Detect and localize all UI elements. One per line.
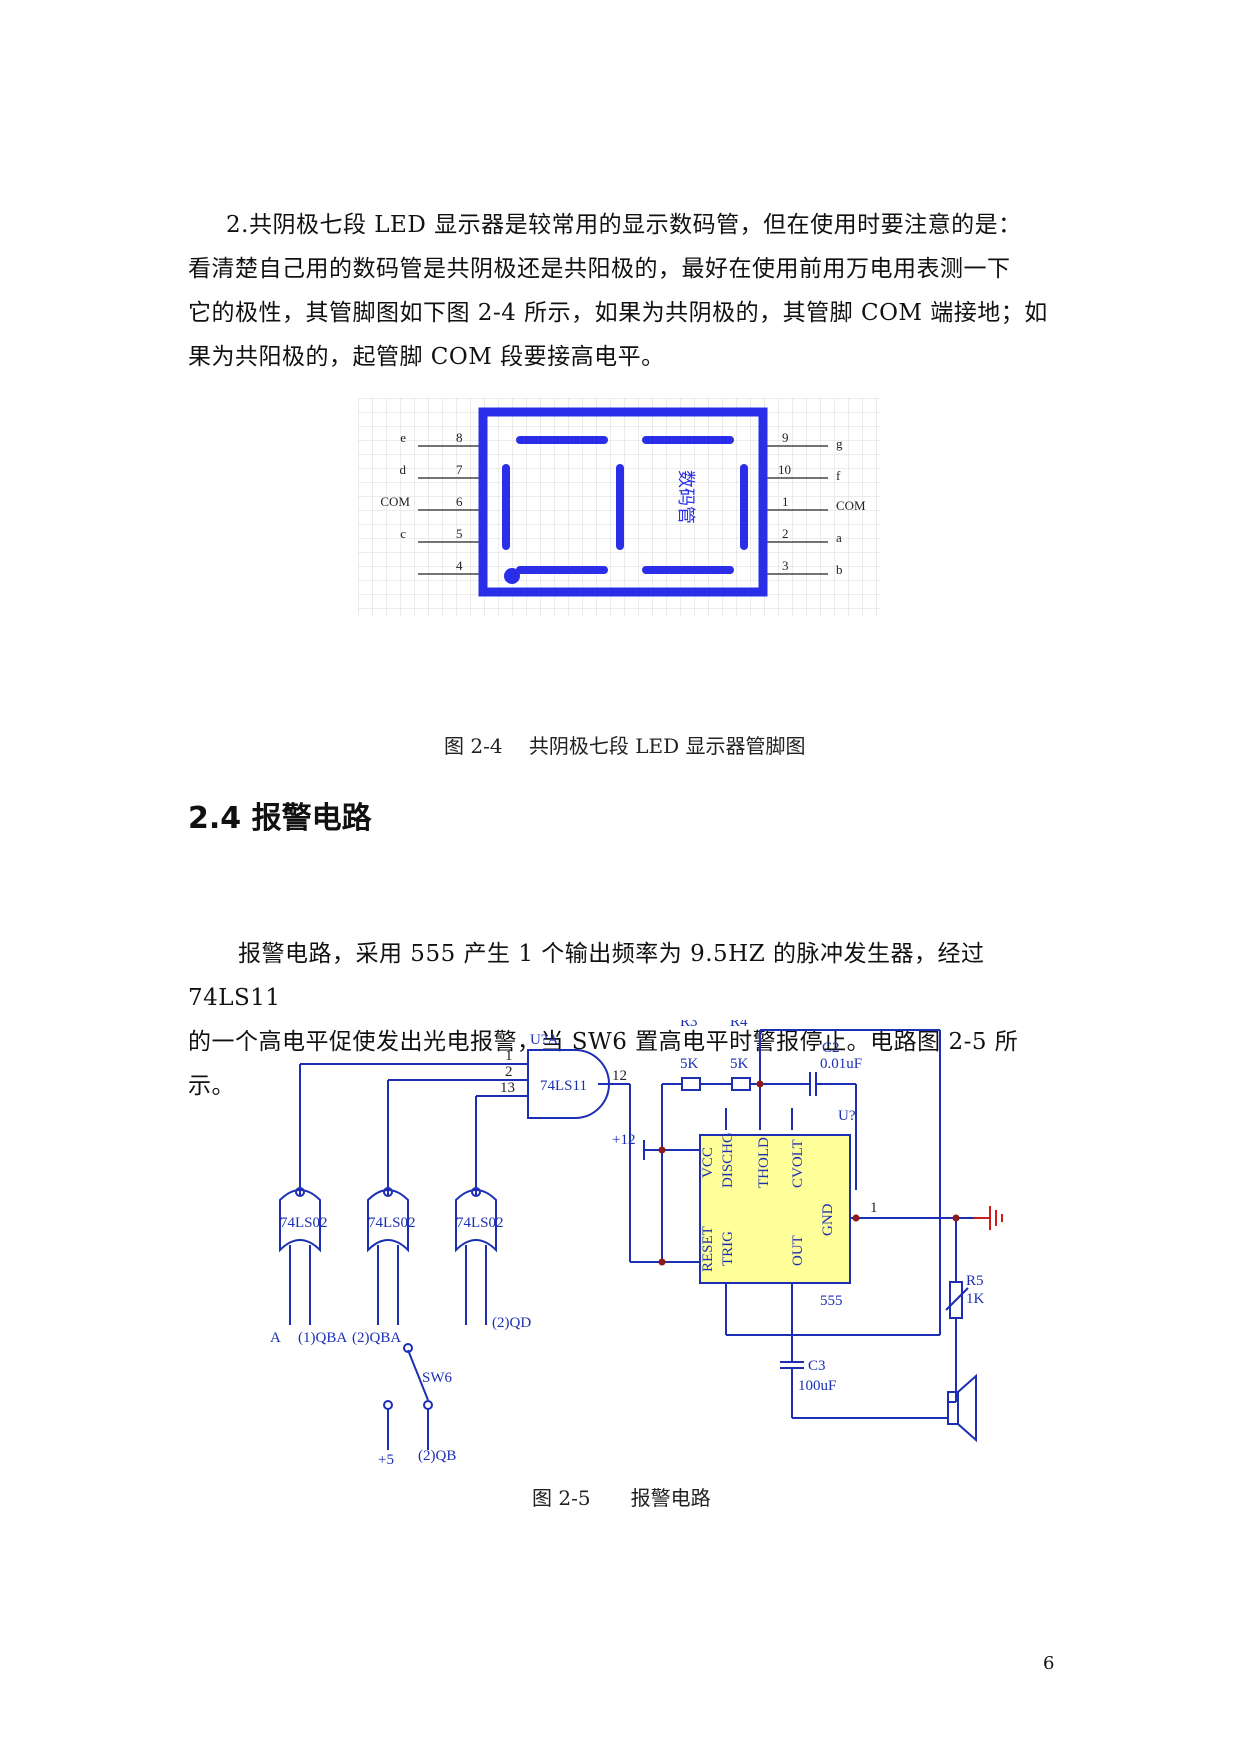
timer-part: 555: [820, 1293, 843, 1309]
input-label: (2)QBA: [352, 1330, 401, 1346]
switch-right: (2)QB: [418, 1448, 456, 1464]
supply-label: +12: [612, 1132, 635, 1148]
r3-ref: R3: [680, 1020, 698, 1030]
paragraph-line: 报警电路，采用 555 产生 1 个输出频率为 9.5HZ 的脉冲发生器，经过 …: [188, 941, 985, 1011]
paragraph-line: 果为共阳极的，起管脚 COM 段要接高电平。: [188, 344, 665, 370]
r4-ref: R4: [730, 1020, 748, 1030]
timer-pin: TRIG: [720, 1231, 736, 1266]
page-number: 6: [1043, 1653, 1055, 1674]
input-label: (2)QD: [492, 1315, 531, 1331]
right-pin-label: b: [836, 562, 843, 577]
timer-pin: THOLD: [756, 1137, 772, 1188]
r5-value: 1K: [966, 1291, 985, 1307]
right-pin-num: 2: [782, 526, 789, 541]
c3-value: 100uF: [798, 1378, 836, 1394]
c2-value: 0.01uF: [820, 1056, 862, 1072]
timer-ref: U?: [838, 1108, 856, 1124]
nor-part: 74LS02: [368, 1215, 416, 1231]
timer-pin: RESET: [700, 1226, 716, 1272]
left-pin-label: c: [400, 526, 406, 541]
paragraph-line: 的一个高电平促使发出光电报警，当 SW6 置高电平时警报停止。电路图 2-5 所…: [188, 1029, 1019, 1099]
timer-pin: OUT: [790, 1235, 806, 1266]
and-pin: 13: [500, 1080, 515, 1096]
figure-caption-2-5: 图 2-5 报警电路: [532, 1486, 711, 1510]
nor-part: 74LS02: [456, 1215, 504, 1231]
and-pin: 2: [505, 1064, 513, 1080]
r3-value: 5K: [680, 1056, 699, 1072]
and-gate-part: 74LS11: [540, 1078, 587, 1094]
left-pin-label: d: [400, 462, 407, 477]
display-label: 数码管: [676, 470, 696, 524]
left-pin-num: 4: [456, 558, 463, 573]
input-label: (1)QBA: [298, 1330, 347, 1346]
r5-ref: R5: [966, 1273, 984, 1289]
paragraph-line: 2.共阴极七段 LED 显示器是较常用的显示数码管，但在使用时要注意的是：: [226, 212, 1022, 238]
section-heading: 2.4 报警电路: [188, 801, 372, 836]
and-pin: 12: [612, 1068, 627, 1084]
right-pin-label: a: [836, 530, 842, 545]
paragraph-line: 它的极性，其管脚图如下图 2-4 所示，如果为共阴极的，其管脚 COM 端接地；…: [188, 300, 1048, 326]
right-pin-label: COM: [836, 498, 866, 513]
left-pin-num: 8: [456, 430, 463, 445]
left-pin-num: 5: [456, 526, 463, 541]
input-label: A: [270, 1330, 281, 1346]
r4-value: 5K: [730, 1056, 749, 1072]
c2-ref: C2: [822, 1040, 840, 1056]
switch-left: +5: [378, 1452, 394, 1465]
right-pin-num: 3: [782, 558, 789, 573]
right-pin-label: g: [836, 436, 843, 451]
seven-segment-pinout-figure: e d COM c 8 7 6 5 4 9 10 1 2 3 g f COM a…: [358, 398, 880, 616]
and-pin: 1: [505, 1048, 513, 1064]
right-pin-num: 10: [778, 462, 791, 477]
paragraph-alarm: 报警电路，采用 555 产生 1 个输出频率为 9.5HZ 的脉冲发生器，经过 …: [188, 932, 1058, 1108]
gnd-pin-num: 1: [870, 1200, 878, 1216]
paragraph-intro: 2.共阴极七段 LED 显示器是较常用的显示数码管，但在使用时要注意的是： 看清…: [188, 203, 1058, 379]
left-pin-label: COM: [380, 494, 410, 509]
timer-pin: CVOLT: [790, 1139, 806, 1188]
right-pin-label: f: [836, 468, 841, 483]
alarm-circuit-schematic: U?A 74LS11 1 2 13 12 74LS02 74LS02 74LS0…: [270, 1020, 1003, 1465]
timer-pin: DISCHG: [720, 1132, 736, 1188]
switch-ref: SW6: [422, 1370, 453, 1386]
right-pin-num: 9: [782, 430, 789, 445]
left-pin-num: 6: [456, 494, 463, 509]
right-pin-num: 1: [782, 494, 789, 509]
c3-ref: C3: [808, 1358, 826, 1374]
timer-gnd: GND: [820, 1203, 836, 1236]
left-pin-label: e: [400, 430, 406, 445]
timer-pin: VCC: [700, 1147, 716, 1178]
left-pin-num: 7: [456, 462, 463, 477]
figure-caption-2-4: 图 2-4 共阴极七段 LED 显示器管脚图: [444, 734, 806, 758]
nor-part: 74LS02: [280, 1215, 328, 1231]
and-gate-ref: U?A: [530, 1032, 558, 1048]
paragraph-line: 看清楚自己用的数码管是共阴极还是共阳极的，最好在使用前用万电用表测一下: [188, 256, 1011, 282]
